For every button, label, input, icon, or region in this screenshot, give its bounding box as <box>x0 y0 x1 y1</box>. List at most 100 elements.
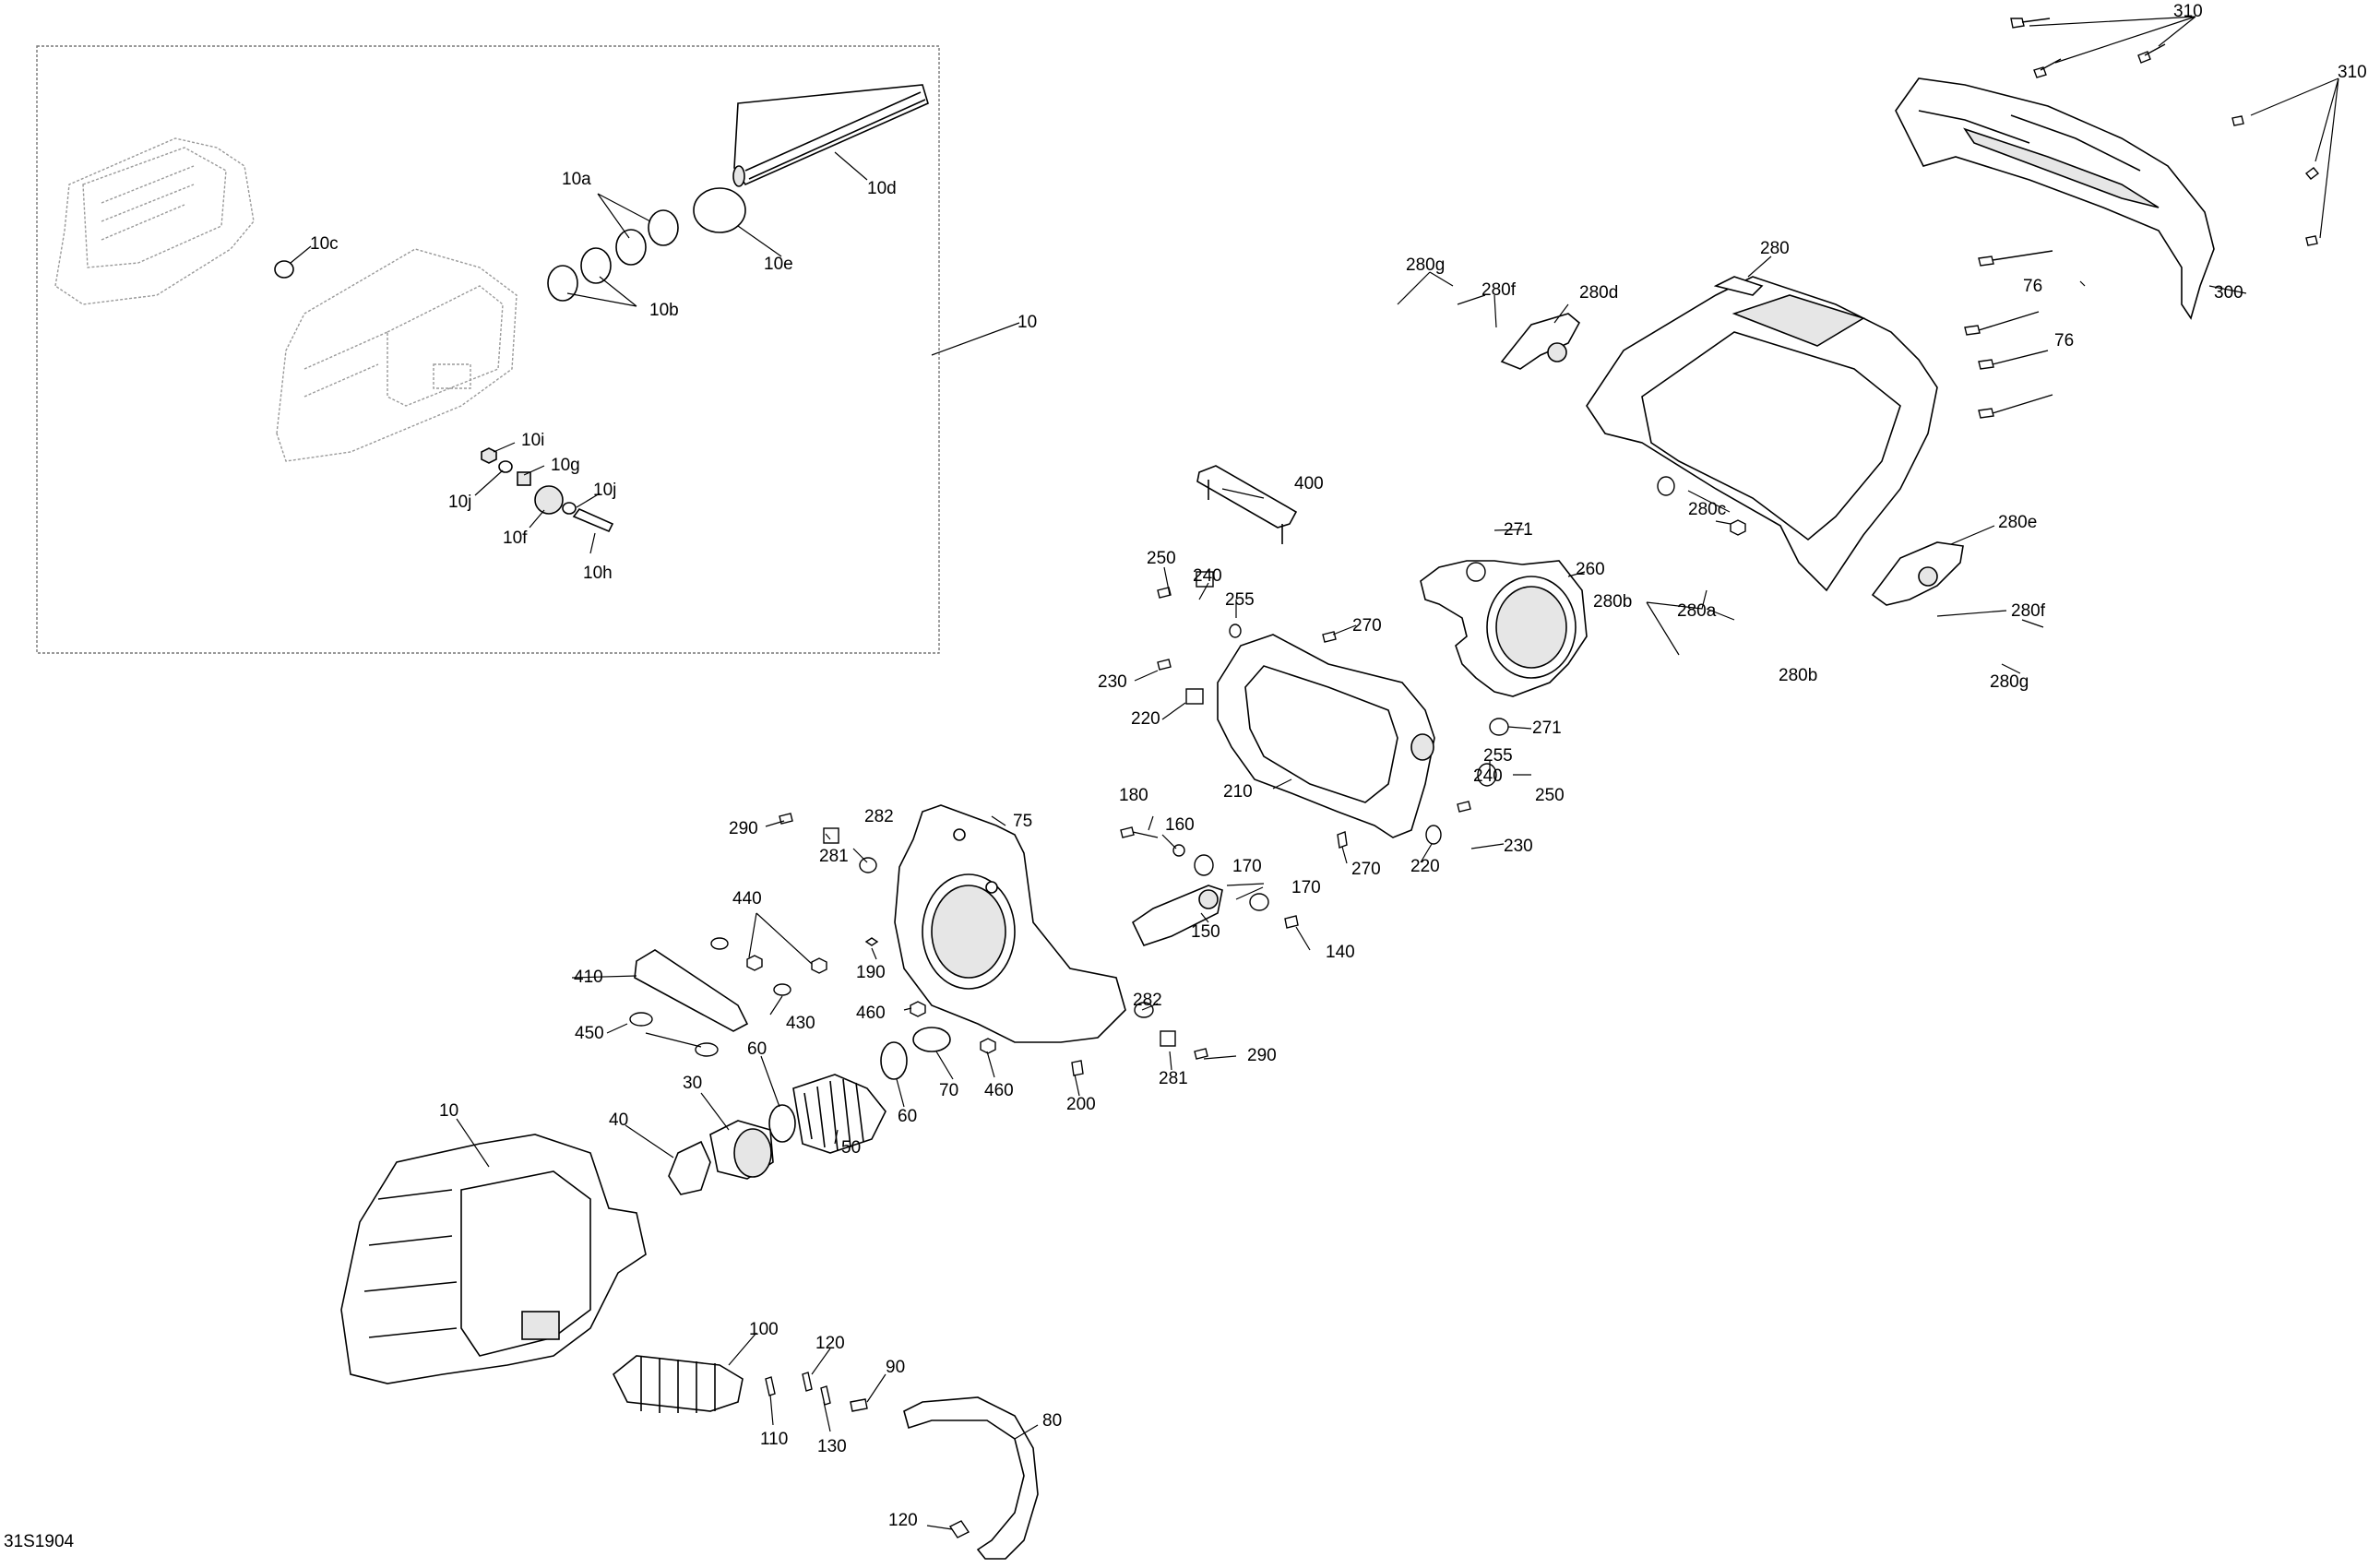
callout-label: 410 <box>574 968 603 987</box>
diagram-ref-code: 31S1904 <box>4 1532 75 1551</box>
callout-label: 80 <box>1042 1411 1062 1431</box>
callout-label: 10e <box>764 255 793 274</box>
part-10b-ring-1 <box>580 247 612 284</box>
part-150-link-arm <box>1131 885 1223 946</box>
part-50-boot <box>792 1074 887 1154</box>
part-10d-shaft <box>732 84 929 187</box>
part-60-clamp-b <box>880 1041 908 1080</box>
callout-label: 210 <box>1223 782 1253 802</box>
callout-label: 280f <box>2011 601 2046 621</box>
callout-label: 282 <box>864 807 894 826</box>
inset-ghost-housing-left <box>54 137 255 305</box>
callout-label: 280a <box>1677 601 1717 621</box>
callout-label: 280d <box>1579 283 1618 303</box>
callout-label: 270 <box>1351 860 1381 879</box>
callout-label: 271 <box>1532 719 1562 738</box>
callout-label: 280c <box>1688 500 1726 519</box>
part-40-spring-clip <box>668 1140 711 1195</box>
callout-label: 10g <box>551 456 580 475</box>
callout-label: 100 <box>749 1320 779 1339</box>
callout-label: 90 <box>886 1358 905 1377</box>
callout-label: 60 <box>747 1039 767 1059</box>
callout-label: 76 <box>2023 277 2042 296</box>
callout-label: 140 <box>1326 943 1355 962</box>
part-70-ring <box>912 1027 951 1052</box>
part-100-bellows <box>612 1355 744 1413</box>
callout-label: 40 <box>609 1111 628 1130</box>
callout-label: 190 <box>856 963 886 982</box>
callout-label: 200 <box>1066 1095 1096 1114</box>
part-260-collar <box>1420 560 1588 697</box>
part-80-hose <box>903 1396 1039 1560</box>
callout-label: 10 <box>439 1101 458 1121</box>
part-410-bracket <box>634 949 749 1032</box>
callout-label: 120 <box>815 1334 845 1353</box>
callout-label: 10 <box>1017 313 1037 332</box>
callout-label: 250 <box>1147 549 1176 568</box>
callout-label: 76 <box>2054 331 2074 350</box>
callout-label: 10j <box>448 493 471 512</box>
callout-label: 220 <box>1131 709 1160 729</box>
callout-label: 50 <box>841 1138 861 1158</box>
part-10e-ring <box>693 187 746 233</box>
part-10h-bolt <box>572 508 614 533</box>
callout-label: 120 <box>888 1511 918 1530</box>
callout-label: 460 <box>984 1081 1014 1100</box>
callout-label: 170 <box>1291 878 1321 897</box>
callout-label: 280e <box>1998 513 2037 532</box>
callout-label: 230 <box>1504 837 1533 856</box>
subassembly-inset-frame <box>36 45 940 654</box>
inset-ghost-housing-right <box>276 248 518 462</box>
part-10f-bearing <box>534 485 564 515</box>
leader-lines <box>290 16 2339 1530</box>
callout-labels: 310 310 300 280 280g 280f 280d 76 76 280… <box>310 2 2367 1530</box>
part-210-frame <box>1217 634 1435 838</box>
callout-label: 450 <box>575 1024 604 1043</box>
callout-label: 440 <box>732 889 762 909</box>
callout-label: 150 <box>1191 922 1220 942</box>
part-10a-ring-2 <box>615 229 647 266</box>
callout-label: 260 <box>1576 560 1605 579</box>
part-10g-bushing <box>517 471 531 486</box>
callout-label: 282 <box>1133 991 1162 1010</box>
fasteners <box>629 18 2320 1538</box>
callout-label: 310 <box>2173 2 2203 21</box>
part-10c-oring <box>274 260 294 279</box>
part-280d-guide <box>1500 313 1581 370</box>
callout-label: 430 <box>786 1014 815 1033</box>
callout-label: 290 <box>1247 1046 1277 1065</box>
part-280e-guide <box>1871 541 1964 606</box>
callout-label: 250 <box>1535 786 1565 805</box>
callout-label: 10f <box>503 529 528 548</box>
callout-label: 281 <box>1159 1069 1188 1088</box>
callout-label: 240 <box>1473 766 1503 786</box>
callout-label: 10h <box>583 564 613 583</box>
part-10-actuator <box>340 1134 647 1384</box>
callout-label: 280 <box>1760 239 1790 258</box>
callout-label: 10a <box>562 170 591 189</box>
callout-label: 10d <box>867 179 897 198</box>
part-10i-nut <box>481 447 497 464</box>
callout-label: 240 <box>1193 566 1222 586</box>
callout-label: 110 <box>760 1430 788 1449</box>
callout-label: 70 <box>939 1081 958 1100</box>
callout-label: 170 <box>1232 857 1262 876</box>
callout-label: 10b <box>649 301 679 320</box>
callout-label: 281 <box>819 847 849 866</box>
part-10j-washer-1 <box>498 460 513 473</box>
part-10j-washer-2 <box>562 502 577 515</box>
callout-label: 290 <box>729 819 758 838</box>
callout-label: 255 <box>1225 590 1255 610</box>
part-280-cover <box>1586 276 1938 592</box>
callout-label: 270 <box>1352 616 1382 636</box>
callout-label: 30 <box>683 1074 702 1093</box>
callout-label: 300 <box>2214 283 2243 303</box>
callout-label: 10i <box>521 431 544 450</box>
callout-label: 160 <box>1165 815 1195 835</box>
part-30-sleeve <box>709 1120 774 1180</box>
callout-label: 280f <box>1481 280 1517 300</box>
callout-label: 130 <box>817 1437 847 1456</box>
part-75-housing <box>894 804 1126 1043</box>
callout-label: 60 <box>898 1107 917 1126</box>
